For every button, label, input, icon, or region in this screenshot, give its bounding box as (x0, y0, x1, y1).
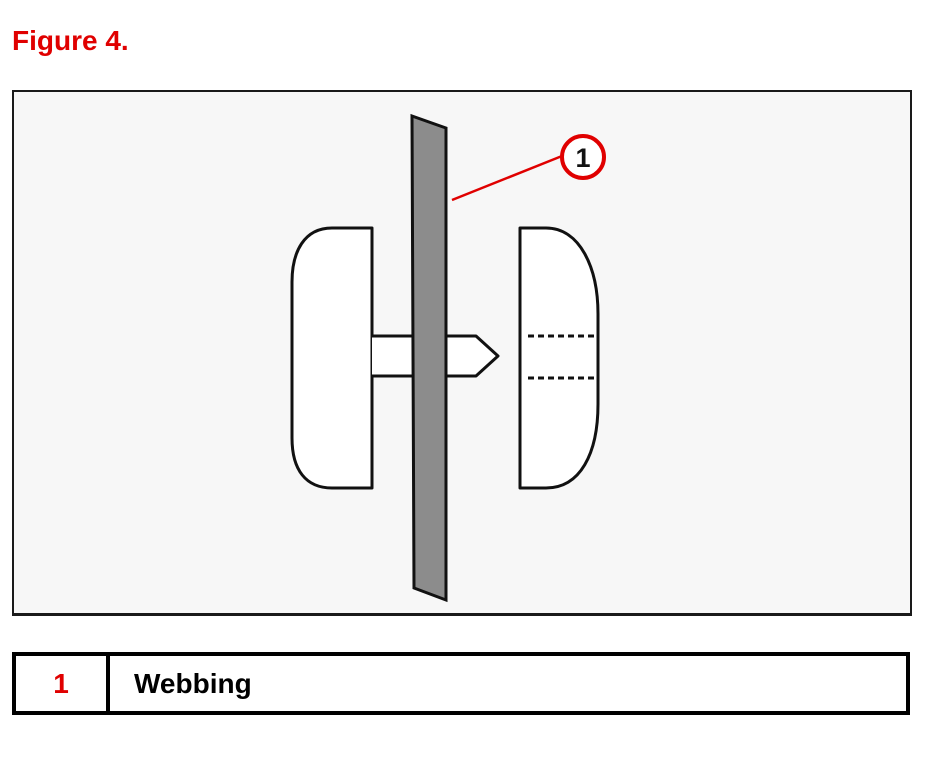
prong-tip (444, 334, 500, 378)
right-fastener-half (518, 226, 600, 490)
callout-1: 1 (560, 134, 606, 180)
figure-title: Figure 4. (12, 25, 129, 56)
legend-table: 1 Webbing (12, 652, 910, 715)
webbing-strap (410, 113, 448, 603)
fastener-diagram: 1 (290, 113, 606, 603)
callout-leader-line (451, 154, 563, 202)
legend-item-number: 1 (16, 656, 110, 711)
diagram-frame: 1 (12, 90, 912, 616)
legend-item-label: Webbing (134, 667, 252, 699)
callout-number: 1 (575, 143, 590, 173)
